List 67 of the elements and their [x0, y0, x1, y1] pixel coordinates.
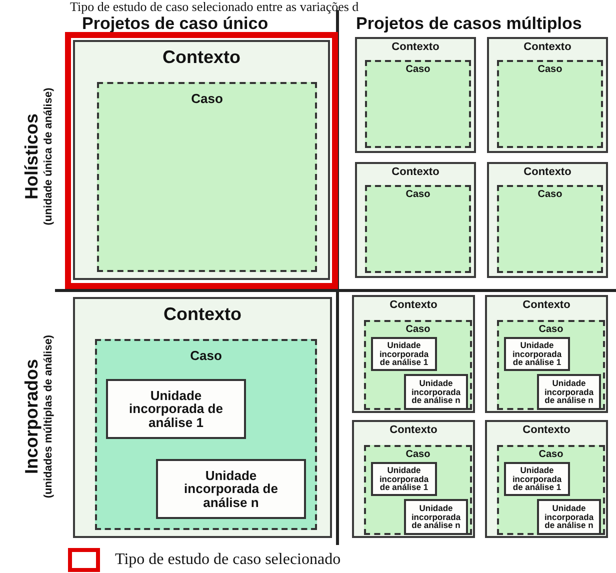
- context-box: [487, 162, 608, 278]
- unit-label: Unidade incorporada de análise n: [543, 504, 595, 530]
- row-header: Holísticos: [22, 113, 42, 200]
- unit-box: [537, 374, 601, 410]
- context-box: [352, 295, 475, 413]
- case-box: [497, 60, 603, 148]
- row-header: Incorporados: [22, 359, 42, 474]
- unit-label: Unidade incorporada de análise 1: [378, 340, 430, 368]
- case-label: Caso: [538, 324, 564, 335]
- case-label: Caso: [538, 449, 564, 460]
- context-label: Contexto: [390, 41, 440, 54]
- context-label: Contexto: [522, 166, 572, 178]
- row-subheader: (unidades múltiplas de análise): [42, 334, 54, 498]
- context-label: Contexto: [522, 424, 572, 436]
- context-box: [355, 162, 476, 278]
- unit-box: [371, 337, 437, 371]
- unit-box: [404, 499, 468, 535]
- unit-label: Unidade incorporada de análise 1: [128, 388, 224, 430]
- legend-label: Tipo de estudo de caso selecionado: [115, 551, 341, 569]
- context-label: Contexto: [522, 41, 572, 54]
- context-label: Contexto: [390, 166, 440, 178]
- context-label: Contexto: [522, 299, 572, 312]
- unit-box: [504, 462, 570, 496]
- unit-label: Unidade incorporada de análise n: [183, 468, 279, 510]
- unit-label: Unidade incorporada de análise 1: [511, 340, 563, 368]
- row-subheader: (unidade única de análise): [42, 88, 54, 226]
- context-box: [485, 295, 608, 413]
- case-label: Caso: [404, 449, 432, 460]
- case-label: Caso: [190, 92, 224, 106]
- case-box: [497, 445, 605, 535]
- case-box: [364, 320, 472, 410]
- case-label: Caso: [404, 64, 432, 75]
- case-label: Caso: [404, 189, 432, 200]
- context-label: Contexto: [388, 299, 438, 312]
- figure-title: Tipo de estudo de caso selecionado entre as variações d: [70, 0, 359, 13]
- unit-box: [156, 459, 306, 519]
- case-box: [365, 60, 471, 148]
- unit-label: Unidade incorporada de análise 1: [511, 466, 563, 492]
- column-header: Projetos de casos múltiplos: [356, 14, 582, 34]
- case-box: [95, 339, 317, 530]
- context-label: Contexto: [162, 48, 242, 68]
- case-label: Caso: [189, 349, 223, 364]
- case-box: [365, 185, 471, 273]
- context-box: [352, 420, 475, 538]
- context-label: Contexto: [388, 424, 438, 436]
- unit-label: Unidade incorporada de análise n: [410, 378, 462, 406]
- context-box: [355, 37, 476, 153]
- case-box: [497, 320, 605, 410]
- unit-box: [106, 379, 246, 439]
- unit-box: [537, 499, 601, 535]
- unit-label: Unidade incorporada de análise n: [410, 504, 462, 530]
- context-box: [73, 297, 332, 538]
- case-label: Caso: [536, 64, 564, 75]
- context-label: Contexto: [162, 305, 242, 325]
- case-label: Caso: [404, 324, 432, 335]
- unit-box: [404, 374, 468, 410]
- context-box: [487, 37, 608, 153]
- column-header: Projetos de caso único: [82, 14, 268, 34]
- context-box: [485, 420, 608, 538]
- unit-label: Unidade incorporada de análise n: [543, 378, 595, 406]
- case-box: [497, 185, 603, 273]
- unit-box: [371, 462, 437, 496]
- unit-box: [504, 337, 570, 371]
- unit-label: Unidade incorporada de análise 1: [378, 466, 430, 492]
- case-label: Caso: [536, 189, 564, 200]
- case-box: [364, 445, 472, 535]
- case-box: [97, 82, 317, 272]
